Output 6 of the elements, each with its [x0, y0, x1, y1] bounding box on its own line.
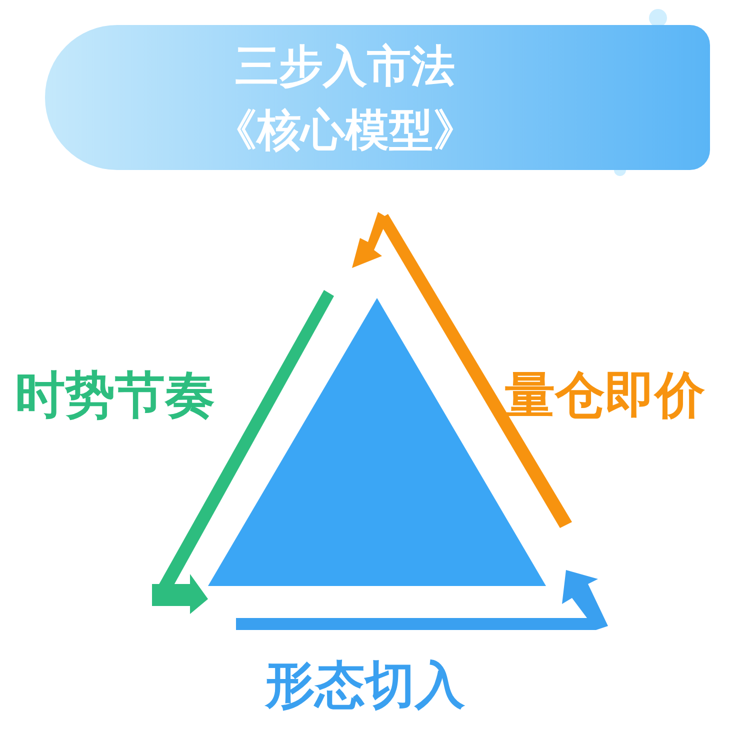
- side-label: 时势节奏: [15, 365, 215, 426]
- side-label: 形态切入: [265, 655, 465, 716]
- subtitle-text: 《核心模型》: [212, 104, 478, 158]
- side-label: 量仓即价: [505, 365, 705, 426]
- title-text: 三步入市法: [234, 40, 456, 94]
- title-banner: [45, 25, 710, 170]
